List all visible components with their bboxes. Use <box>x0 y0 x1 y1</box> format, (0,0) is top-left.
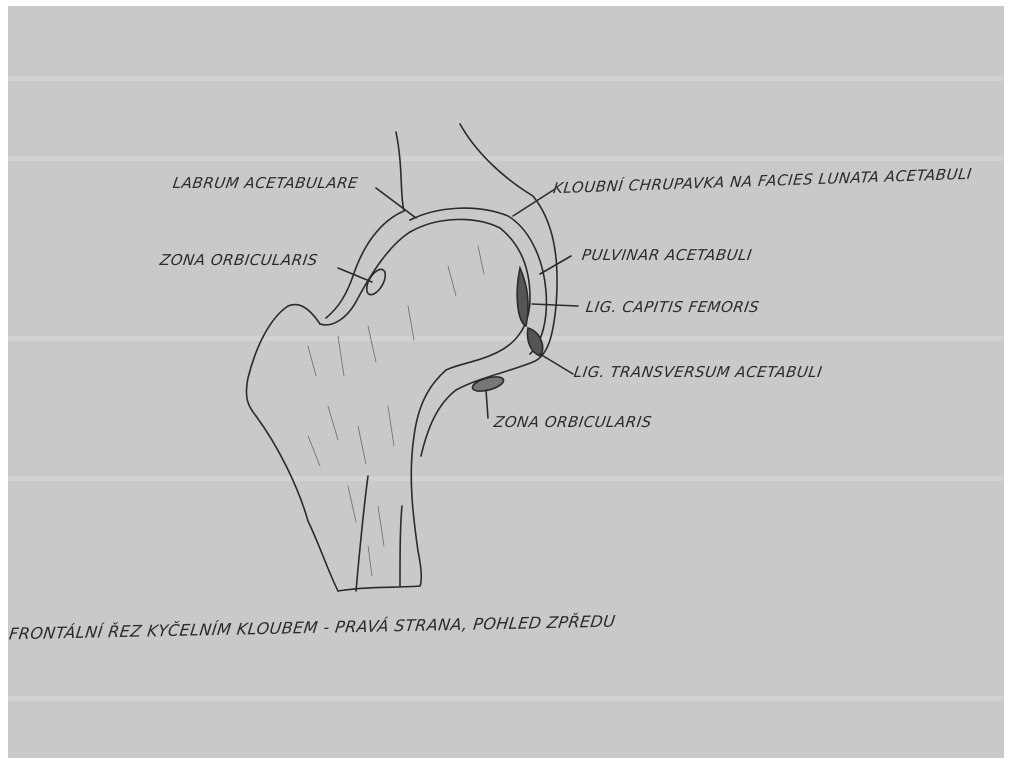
pointer-chrupavka <box>513 189 555 216</box>
label-zona-orbicularis-bottom: ZONA ORBICULARIS <box>493 413 653 431</box>
bone-texture-strokes <box>308 246 484 576</box>
zona-orbicularis-bottom-mark <box>471 374 505 394</box>
pelvis-outline-left <box>396 132 404 211</box>
label-pulvinar: PULVINAR ACETABULI <box>581 246 753 264</box>
capsule-outer <box>326 211 404 318</box>
femur-medial-neck <box>411 370 446 586</box>
pointer-lig-capitis <box>532 304 578 306</box>
label-labrum: LABRUM ACETABULARE <box>172 174 360 192</box>
label-lig-capitis: LIG. CAPITIS FEMORIS <box>585 298 761 316</box>
pointer-labrum <box>376 188 416 218</box>
pelvis-outline-right <box>460 124 557 362</box>
paper-sheet: LABRUM ACETABULARE KLOUBNÍ CHRUPAVKA NA … <box>8 6 1004 758</box>
capsule-outer-lower <box>421 362 533 456</box>
acetabulum-inner <box>410 208 546 354</box>
hip-joint-drawing <box>8 6 1004 758</box>
femur-cortex-inner <box>356 476 402 591</box>
label-lig-transversum: LIG. TRANSVERSUM ACETABULI <box>573 363 824 381</box>
lig-transversum-shape <box>528 328 543 356</box>
label-zona-orbicularis-top: ZONA ORBICULARIS <box>159 251 319 269</box>
greater-trochanter <box>246 305 320 416</box>
pointer-lig-transversum <box>540 354 573 374</box>
lig-capitis-shape <box>517 268 528 326</box>
pointer-zona-bottom <box>486 390 488 418</box>
femur-lateral-shaft <box>256 416 338 591</box>
femur-shaft-end <box>338 586 420 591</box>
femoral-head <box>410 219 530 370</box>
